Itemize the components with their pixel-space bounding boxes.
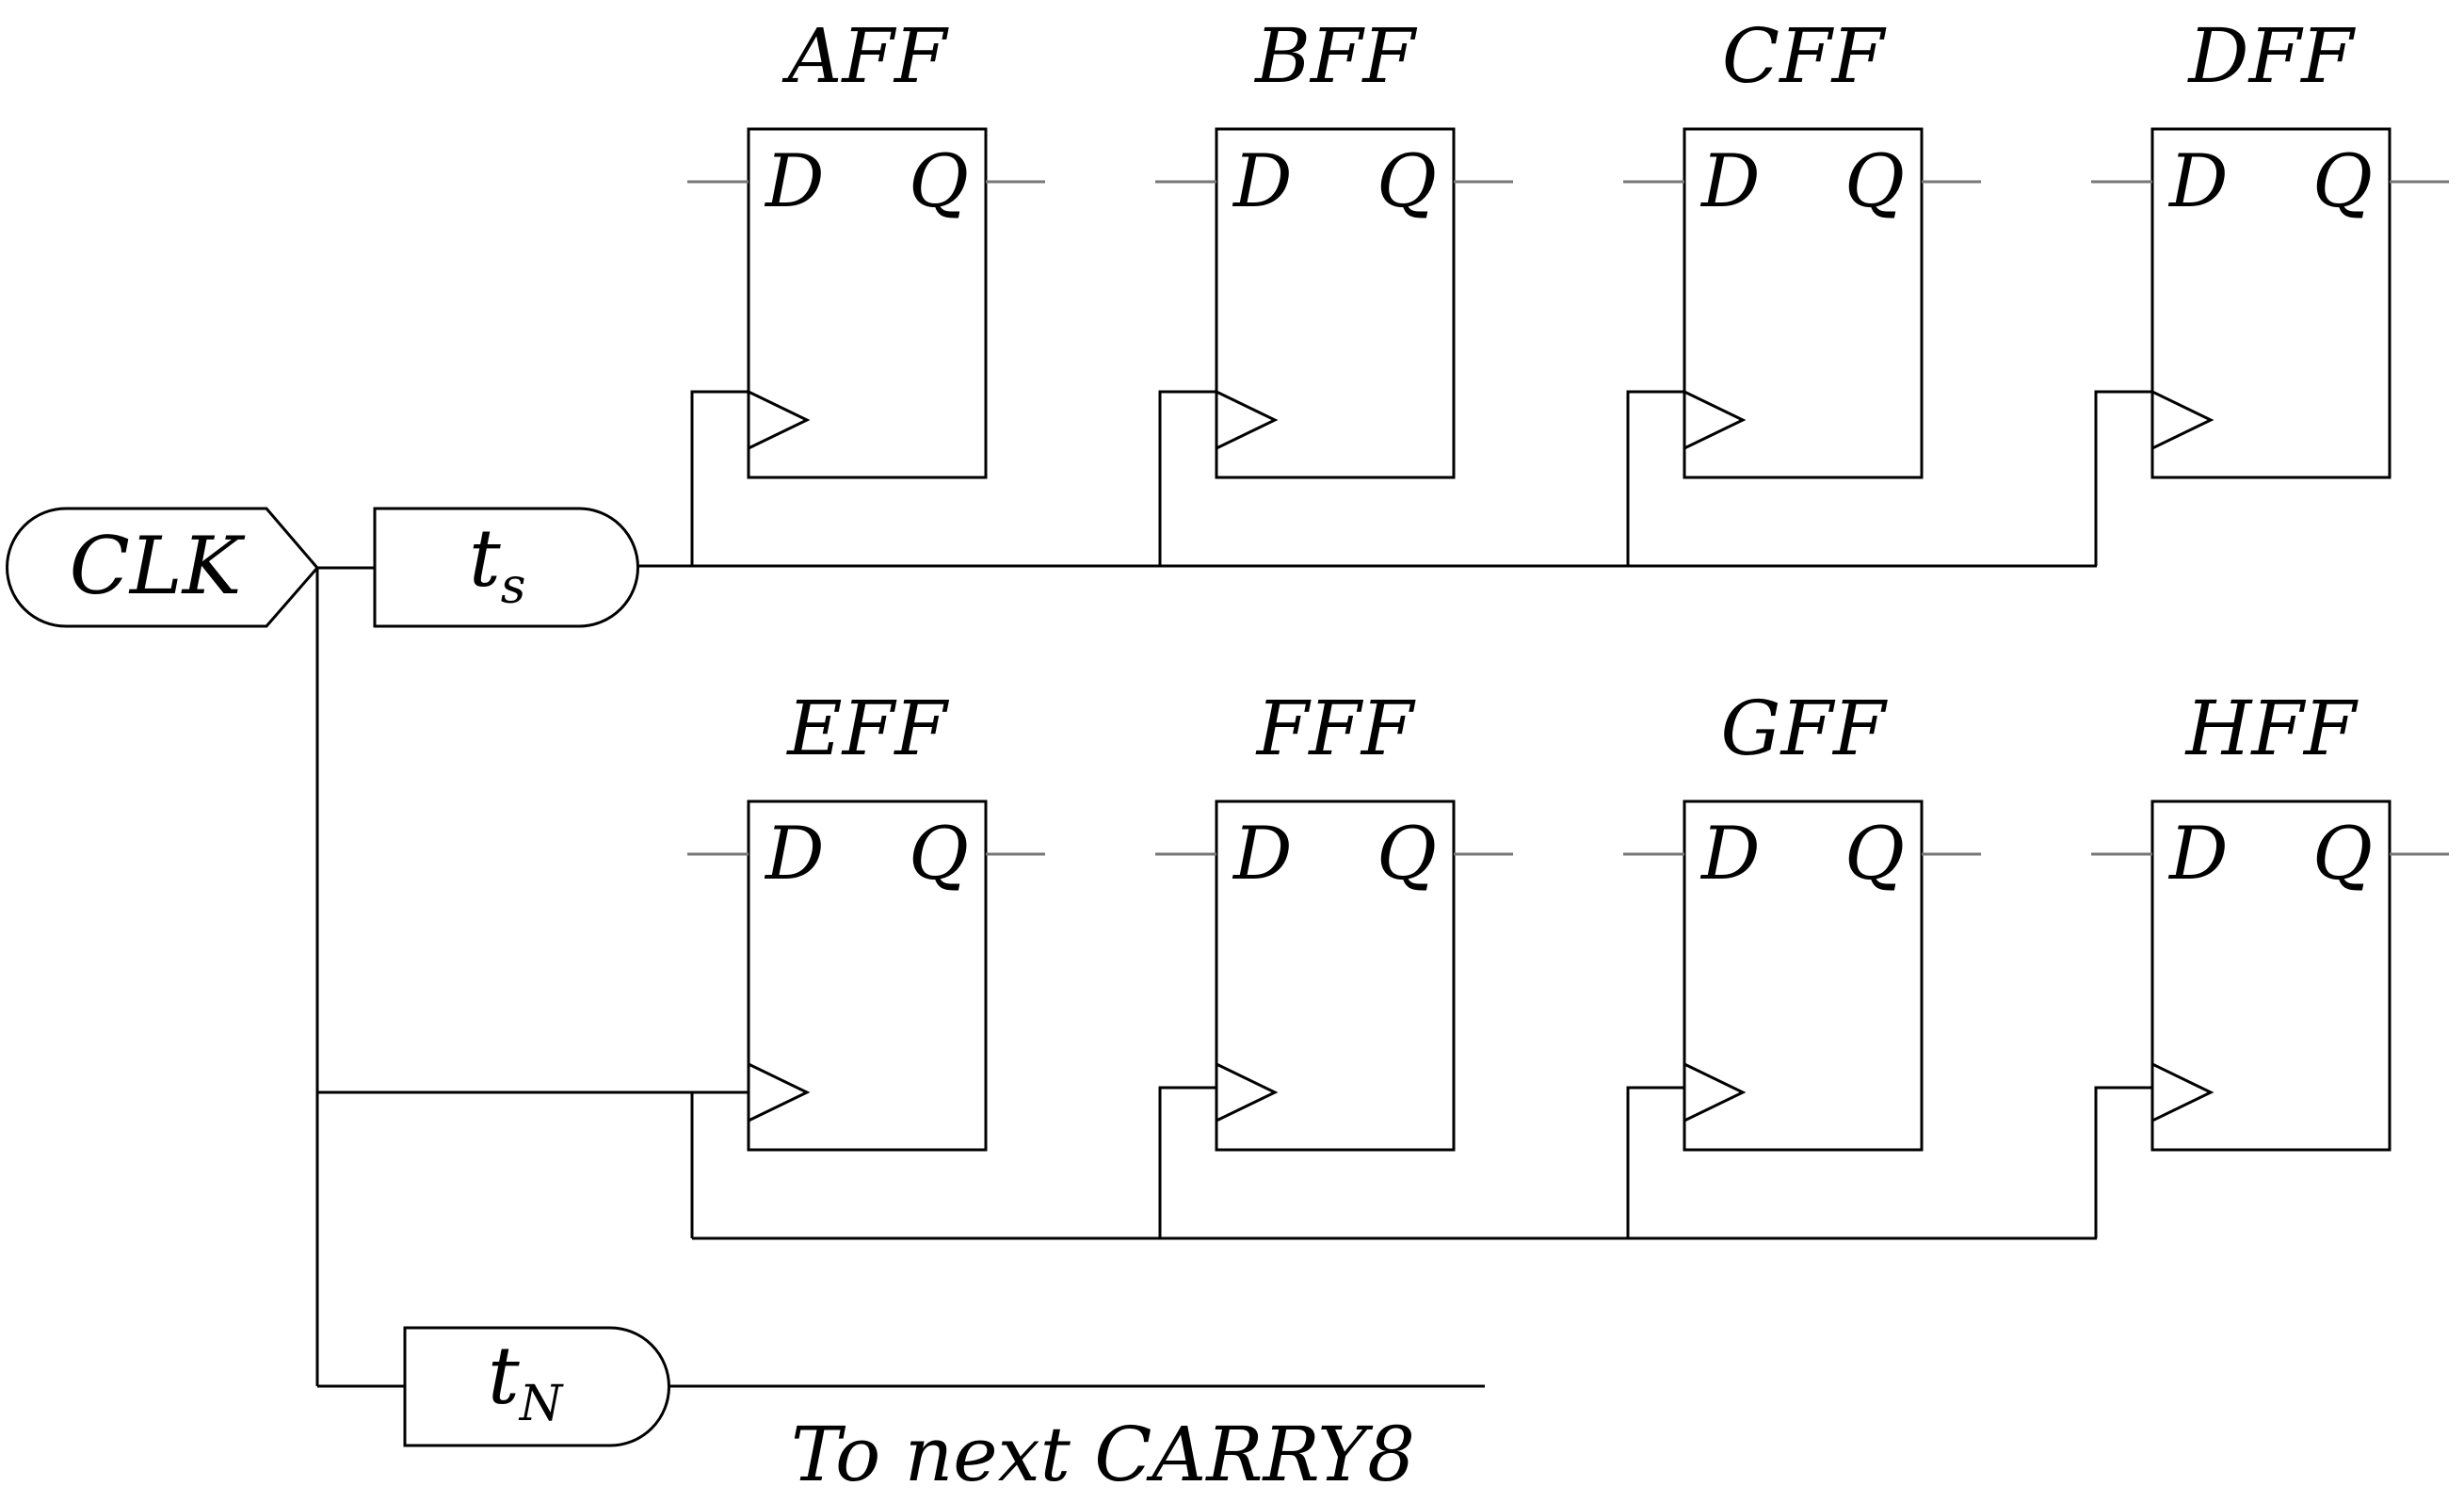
- clock-input-icon: [1216, 390, 1279, 450]
- flip-flop-name: GFF: [1721, 685, 1888, 772]
- clock-tap-wire: [690, 390, 749, 566]
- q-pin-label: Q: [1844, 812, 1905, 896]
- delay-buffer-ts: ts: [373, 507, 639, 628]
- clock-input-icon: [748, 390, 811, 450]
- delay-buffer-tn-main: t: [488, 1330, 520, 1422]
- clock-input-icon: [1683, 1062, 1747, 1122]
- delay-buffer-ts-label: ts: [469, 512, 525, 615]
- flip-flop-name: BFF: [1253, 12, 1417, 100]
- delay-buffer-ts-subscript: s: [501, 558, 526, 615]
- delay-buffer-tn-label: tN: [488, 1330, 564, 1432]
- q-pin-label: Q: [1844, 139, 1905, 224]
- clock-tap-wire: [1158, 1086, 1216, 1238]
- d-pin-label: D: [764, 812, 825, 896]
- clock-tap-wire: [2094, 390, 2152, 566]
- flip-flop-body: [1215, 799, 1456, 1152]
- flip-flop-body: [747, 799, 988, 1152]
- d-pin-label: D: [2167, 139, 2229, 224]
- clock-tap-wire: [1158, 390, 1216, 566]
- flip-flop-body: [2150, 127, 2392, 479]
- q-pin-label: Q: [2312, 812, 2373, 896]
- clock-input-icon: [2151, 390, 2214, 450]
- clock-input-icon: [1683, 390, 1747, 450]
- flip-flop-name: EFF: [785, 685, 949, 772]
- d-pin-label: D: [1232, 139, 1293, 224]
- d-pin-label: D: [1699, 812, 1761, 896]
- flip-flop-body: [747, 127, 988, 479]
- flip-flop-name: CFF: [1722, 12, 1887, 100]
- flip-flop-body: [1683, 799, 1924, 1152]
- flip-flop-body: [2150, 799, 2392, 1152]
- delay-buffer-tn: tN: [403, 1326, 670, 1447]
- q-pin-label: Q: [909, 139, 969, 224]
- q-pin-label: Q: [1377, 139, 1437, 224]
- clock-input-icon: [1216, 1062, 1279, 1122]
- d-pin-label: D: [764, 139, 825, 224]
- flip-flop-name: AFF: [781, 12, 949, 100]
- d-pin-label: D: [1232, 812, 1293, 896]
- q-pin-label: Q: [1377, 812, 1437, 896]
- clock-tap-wire: [1626, 390, 1684, 566]
- d-pin-label: D: [2167, 812, 2229, 896]
- flip-flop-name: HFF: [2184, 685, 2359, 772]
- clock-input-icon: [2151, 1062, 2214, 1122]
- flip-flop-name: DFF: [2186, 12, 2356, 100]
- carry8-output-note: To next CARRY8: [791, 1411, 1415, 1498]
- flip-flop-body: [1683, 127, 1924, 479]
- clock-tap-wire: [2094, 1086, 2152, 1238]
- q-pin-label: Q: [909, 812, 969, 896]
- flip-flop-name: FFF: [1255, 685, 1416, 772]
- clk-label: CLK: [70, 520, 246, 612]
- clock-wiring: [315, 564, 2097, 1388]
- delay-buffer-ts-main: t: [469, 512, 501, 605]
- clock-input-icon: [748, 1062, 811, 1122]
- delay-buffer-tn-subscript: N: [518, 1376, 564, 1432]
- flip-flop-body: [1215, 127, 1456, 479]
- d-pin-label: D: [1699, 139, 1761, 224]
- clock-tap-wire: [1626, 1086, 1684, 1238]
- q-pin-label: Q: [2312, 139, 2373, 224]
- clk-port: CLK: [6, 507, 319, 628]
